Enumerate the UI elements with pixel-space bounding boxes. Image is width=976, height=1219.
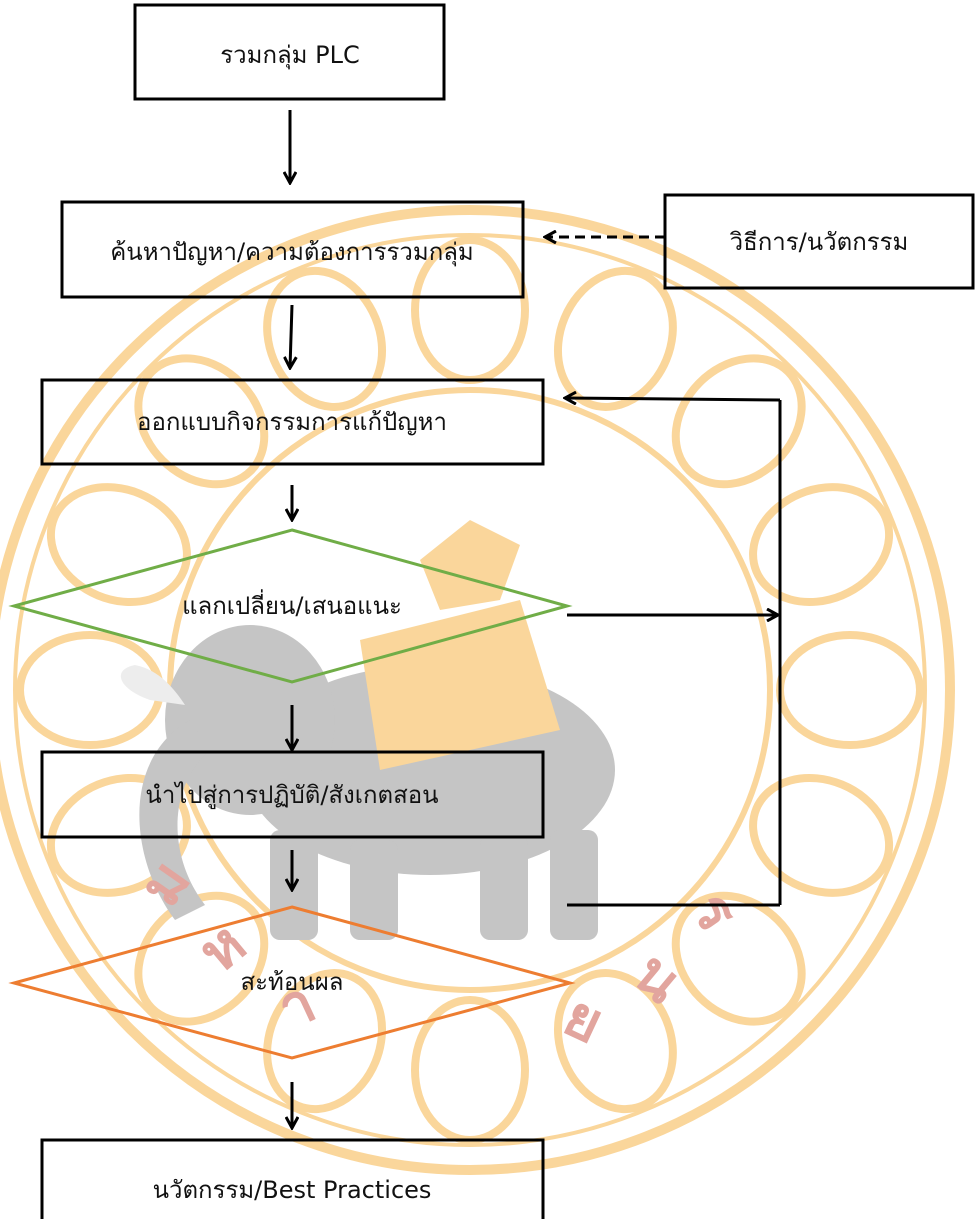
seal-petal: [553, 969, 677, 1114]
seal-petal: [263, 266, 387, 411]
node-find-problem: [60, 200, 525, 299]
node-methods: [663, 193, 975, 290]
saddle-icon: [360, 520, 560, 770]
seal-petal: [263, 969, 387, 1114]
node-innovation-label: นวัตกรรม/Best Practices: [153, 1176, 432, 1204]
seal-petal: [134, 891, 269, 1026]
node-innovation: [40, 1138, 545, 1219]
seal-petal-ring: [16, 236, 924, 1144]
arrow-find-to-design: [290, 304, 292, 368]
node-implement: [40, 750, 545, 839]
seal-petal: [46, 483, 191, 607]
seal-petal: [671, 891, 806, 1026]
node-gather-plc-label: รวมกลุ่ม PLC: [220, 41, 359, 70]
node-gather-plc: [133, 3, 446, 101]
node-exchange-diamond: [8, 528, 573, 684]
node-exchange-label: แลกเปลี่ยน/เสนอแนะ: [182, 589, 402, 620]
seal-petal: [46, 773, 191, 897]
seal-petal: [671, 354, 806, 489]
seal-outer-ring: [0, 205, 955, 1175]
node-reflect-label: สะท้อนผล: [241, 968, 344, 996]
elephant-icon: [120, 625, 615, 940]
seal-petal: [749, 773, 894, 897]
seal-petal: [16, 631, 164, 749]
seal-petal: [134, 354, 269, 489]
seal-petal: [553, 266, 677, 411]
arrow-loop-to-design: [565, 398, 781, 400]
seal-petal: [749, 483, 894, 607]
node-design: [40, 378, 545, 466]
node-reflect-diamond: [8, 905, 576, 1060]
node-methods-label: วิธีการ/นวัตกรรม: [729, 228, 908, 256]
node-find-problem-label: ค้นหาปัญหา/ความต้องการรวมกลุ่ม: [110, 238, 474, 267]
node-implement-label: นำไปสู่การปฏิบัติ/สังเกตสอน: [145, 781, 438, 810]
node-design-label: ออกแบบกิจกรรมการแก้ปัญหา: [137, 408, 447, 436]
